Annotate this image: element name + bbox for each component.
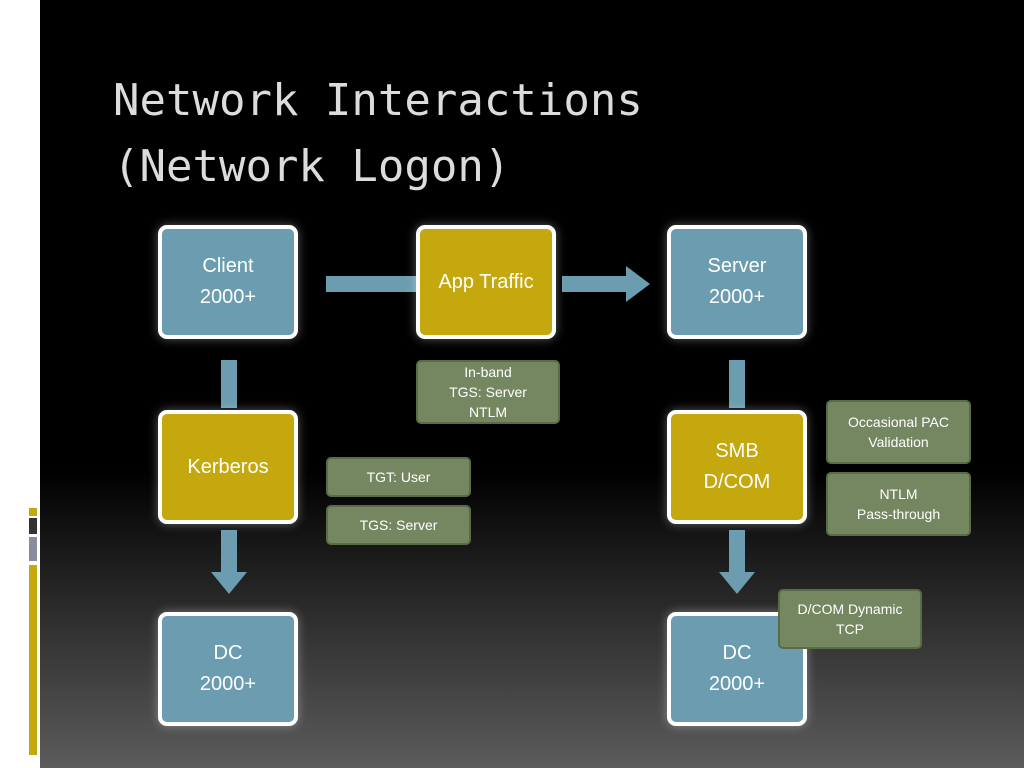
connector-client-to-app bbox=[326, 276, 420, 292]
tgs-server-note: TGS: Server bbox=[326, 505, 471, 545]
smb-label: SMB bbox=[715, 440, 759, 462]
slide-title: Network Interactions (Network Logon) bbox=[113, 68, 913, 200]
dcom-dynamic-line-2: TCP bbox=[836, 621, 864, 637]
dc-right-version: 2000+ bbox=[708, 673, 766, 695]
occasional-pac-line-2: Validation bbox=[868, 434, 929, 450]
in-band-line-2: TGS: Server bbox=[449, 384, 527, 400]
server-box: Server 2000+ bbox=[667, 225, 807, 339]
dcom-dynamic-line-1: D/COM Dynamic bbox=[797, 601, 903, 617]
dc-left-version: 2000+ bbox=[199, 673, 257, 695]
in-band-line-3: NTLM bbox=[468, 404, 508, 420]
client-version: 2000+ bbox=[199, 286, 257, 308]
connector-server-to-smb bbox=[729, 360, 745, 408]
deco-bar-dark bbox=[29, 518, 37, 534]
in-band-line-1: In-band bbox=[464, 364, 512, 380]
connector-client-to-kerberos bbox=[221, 360, 237, 408]
kerberos-box: Kerberos bbox=[158, 410, 298, 524]
arrow-app-to-server bbox=[562, 266, 650, 302]
server-label: Server bbox=[707, 255, 767, 277]
ntlm-passthrough-line-1: NTLM bbox=[879, 486, 918, 502]
server-version: 2000+ bbox=[708, 286, 766, 308]
ntlm-passthrough-note: NTLM Pass-through bbox=[826, 472, 971, 536]
dc-left-box: DC 2000+ bbox=[158, 612, 298, 726]
title-line-2: (Network Logon) bbox=[113, 141, 511, 192]
occasional-pac-note: Occasional PAC Validation bbox=[826, 400, 971, 464]
title-line-1: Network Interactions bbox=[113, 75, 643, 126]
dcom-label: D/COM bbox=[703, 471, 771, 493]
deco-bar-gold-top bbox=[29, 508, 37, 516]
app-traffic-label: App Traffic bbox=[438, 270, 534, 293]
arrow-kerberos-to-dc bbox=[211, 530, 247, 594]
tgs-server-label: TGS: Server bbox=[359, 517, 438, 533]
tgt-user-note: TGT: User bbox=[326, 457, 471, 497]
deco-bar-gray bbox=[29, 537, 37, 561]
dcom-dynamic-tcp-note: D/COM Dynamic TCP bbox=[778, 589, 922, 649]
kerberos-label: Kerberos bbox=[187, 455, 269, 478]
occasional-pac-line-1: Occasional PAC bbox=[848, 414, 949, 430]
client-box: Client 2000+ bbox=[158, 225, 298, 339]
dc-right-label: DC bbox=[722, 642, 752, 664]
smb-dcom-box: SMB D/COM bbox=[667, 410, 807, 524]
in-band-note: In-band TGS: Server NTLM bbox=[416, 360, 560, 424]
dc-left-label: DC bbox=[213, 642, 243, 664]
arrow-smb-to-dc bbox=[719, 530, 755, 594]
tgt-user-label: TGT: User bbox=[366, 469, 431, 485]
deco-bar-gold-long bbox=[29, 565, 37, 755]
client-label: Client bbox=[202, 255, 254, 277]
app-traffic-box: App Traffic bbox=[416, 225, 556, 339]
ntlm-passthrough-line-2: Pass-through bbox=[856, 506, 941, 522]
